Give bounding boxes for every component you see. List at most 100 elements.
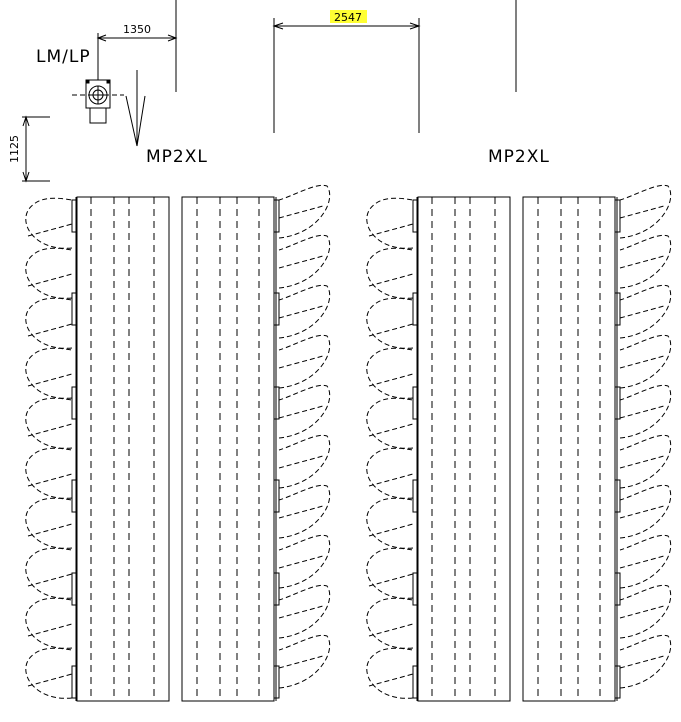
door-swing-chord [278,405,324,419]
door-swing-chord [368,573,414,587]
door-swing-icon [25,497,73,549]
cabinet-block [522,196,616,702]
door-swing-icon [278,284,331,339]
door-swing-chord [278,605,324,619]
door-swing-chord [619,455,665,469]
door-swing-chord [619,305,665,319]
door-swing-chord [619,255,665,269]
electrical-socket-icon [72,76,124,124]
door-swing-icon [366,547,414,599]
door-swing-icon [366,297,414,349]
hinge-icon [614,479,621,513]
door-swing-icon [278,234,331,289]
hinge-icon [614,292,621,326]
door-swing-chord [368,473,414,487]
hinge-icon [71,386,78,420]
dimension-2547 [272,18,421,133]
dimension-1125 [22,115,50,183]
door-swing-icon [25,647,73,699]
unit-group-left [25,184,331,702]
cabinet-block [76,196,170,702]
door-swing-icon [278,384,331,439]
door-swing-icon [278,634,331,689]
door-swing-chord [619,555,665,569]
door-swing-chord [278,655,324,669]
unit-label-right: MP2XL [488,147,550,167]
hinge-icon [412,292,419,326]
hinge-icon [614,386,621,420]
dimension-1125-label: 1125 [8,135,21,163]
hinge-icon [412,199,419,233]
hinge-icon [412,572,419,606]
socket-label: LM/LP [36,47,91,67]
hinge-icon [71,199,78,233]
door-swing-icon [25,247,73,299]
door-swing-icon [25,597,73,649]
door-swing-icon [25,347,73,399]
hinge-icon [71,572,78,606]
hinge-icon [412,479,419,513]
door-swing-icon [366,447,414,499]
hinge-icon [71,665,78,699]
door-swing-chord [368,423,414,437]
door-swing-chord [619,505,665,519]
door-swing-chord [27,373,73,387]
door-swing-chord [27,323,73,337]
door-swing-chord [27,273,73,287]
hinge-icon [614,199,621,233]
hinge-icon [273,665,280,699]
door-swing-icon [278,584,331,639]
door-swing-icon [619,484,672,539]
cabinet-block [181,196,275,702]
door-swing-chord [368,373,414,387]
door-swing-icon [25,447,73,499]
door-swing-chord [619,655,665,669]
dimension-2547-highlight [330,10,367,23]
hinge-icon [412,386,419,420]
door-swing-icon [278,334,331,389]
hinge-icon [614,572,621,606]
door-swing-icon [25,397,73,449]
hinge-icon [412,665,419,699]
door-swing-icon [619,384,672,439]
door-swing-icon [619,584,672,639]
door-swing-icon [619,534,672,589]
door-swing-icon [278,534,331,589]
door-swing-icon [366,197,414,249]
door-swing-icon [366,247,414,299]
door-swing-chord [619,605,665,619]
door-swing-icon [25,547,73,599]
door-swing-chord [27,473,73,487]
door-swing-icon [619,234,672,289]
hinge-icon [273,199,280,233]
unit-group-right [366,184,672,702]
hinge-icon [614,665,621,699]
door-swing-chord [368,273,414,287]
door-swing-chord [278,205,324,219]
dimension-1350-label: 1350 [123,23,151,36]
door-swing-chord [368,323,414,337]
door-swing-icon [278,184,331,239]
door-swing-chord [619,405,665,419]
door-swing-chord [278,555,324,569]
door-swing-icon [366,597,414,649]
door-swing-icon [366,347,414,399]
door-swing-chord [27,523,73,537]
hinge-icon [71,479,78,513]
dimension-1350 [96,0,178,92]
unit-label-left: MP2XL [146,147,208,167]
door-swing-chord [278,305,324,319]
hinge-icon [273,572,280,606]
door-swing-icon [619,334,672,389]
door-swing-icon [619,434,672,489]
door-swing-icon [25,297,73,349]
hinge-icon [273,386,280,420]
dimension-2547-label: 2547 [334,11,362,24]
door-swing-chord [27,623,73,637]
cabinet-block [417,196,511,702]
direction-arrow-icon [125,70,146,147]
door-swing-icon [619,284,672,339]
door-swing-icon [366,397,414,449]
door-swing-chord [27,573,73,587]
